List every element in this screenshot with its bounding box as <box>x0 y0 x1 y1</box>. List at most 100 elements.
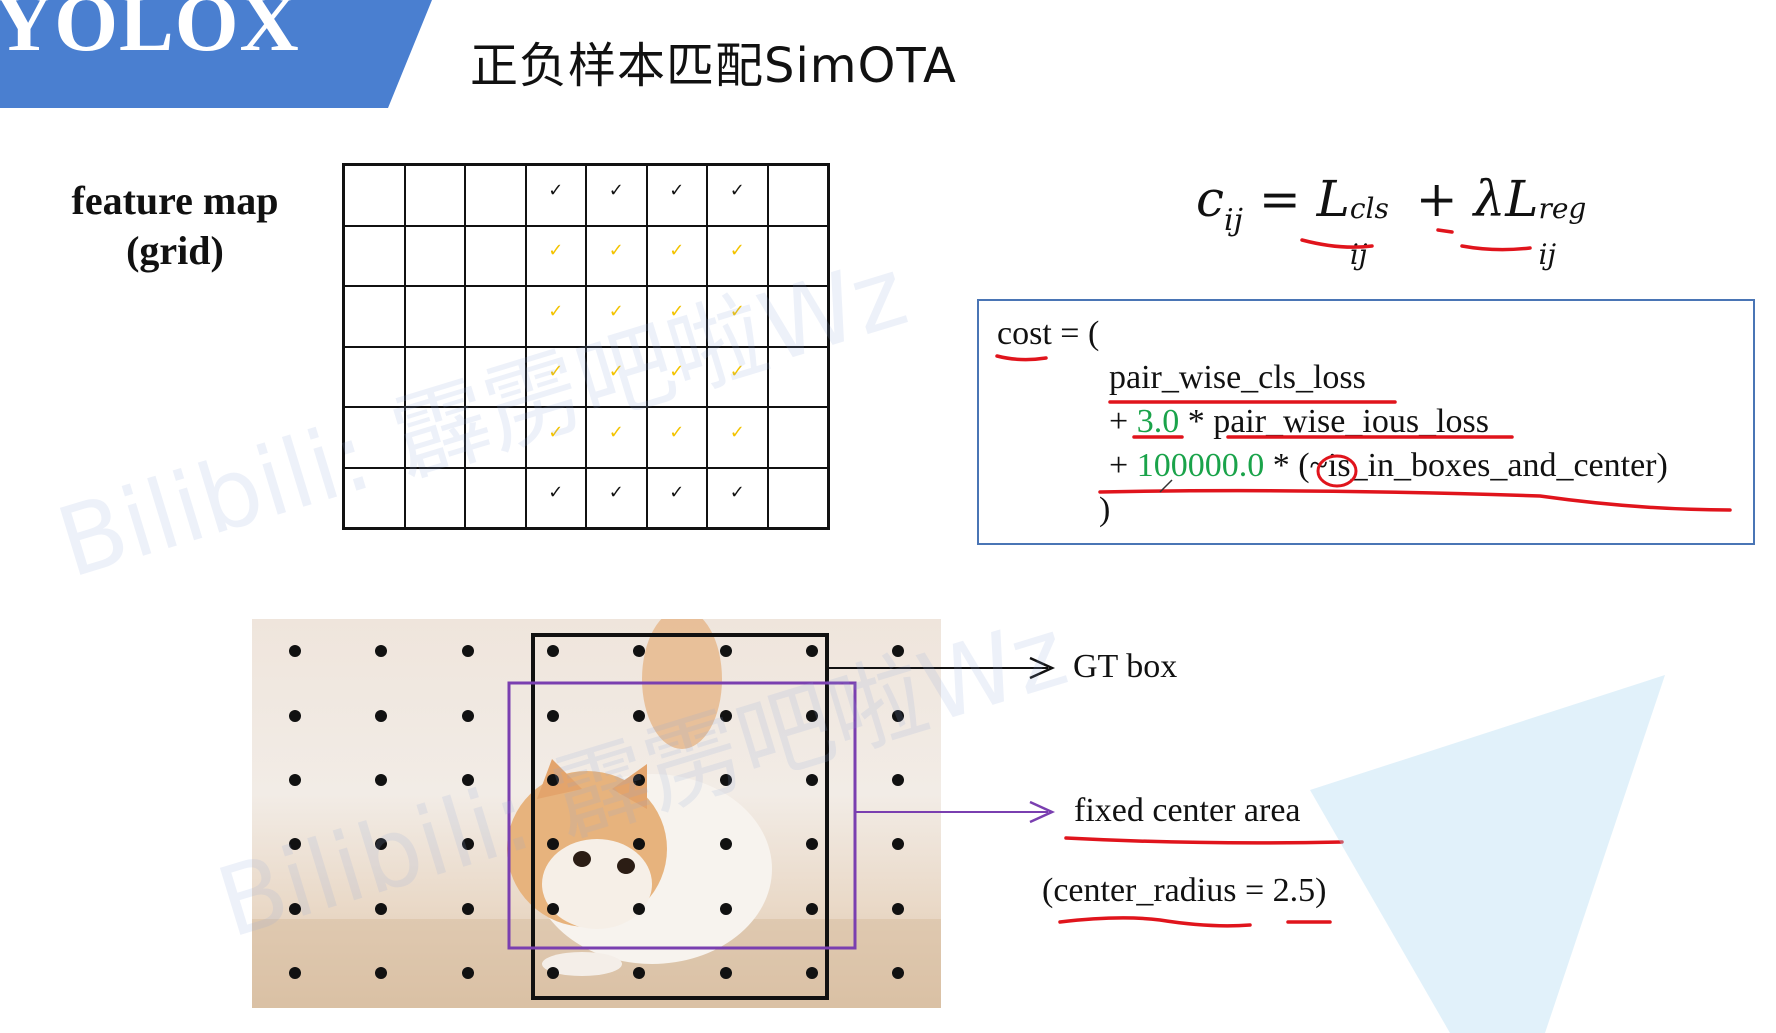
center-radius-label: (center_radius = 2.5) <box>1042 872 1327 909</box>
grid-cell-checked: ✓ <box>707 225 768 286</box>
grid-cell-checked: ✓ <box>707 346 768 407</box>
formula-l1: L <box>1316 170 1350 228</box>
grid-cell-checked: ✓ <box>646 286 707 347</box>
formula-l1-sub: ij <box>1349 238 1368 271</box>
header-banner: YOLOX <box>0 0 432 108</box>
check-icon: ✓ <box>729 482 745 504</box>
check-yellow-icon: ✓ <box>548 361 564 383</box>
code-line-4-plus: + <box>1109 447 1129 484</box>
decor-shape <box>1310 675 1665 1033</box>
fixed-center-label: fixed center area <box>1074 792 1301 829</box>
code-line-1: cost = ( <box>997 315 1100 352</box>
grid-cell <box>465 407 526 468</box>
banner-shape <box>0 0 432 108</box>
check-icon: ✓ <box>608 482 624 504</box>
check-yellow-icon: ✓ <box>669 240 685 262</box>
grid-cell-checked: ✓ <box>646 165 707 226</box>
grid-cell-checked: ✓ <box>646 467 707 528</box>
code-line-3-plus: + <box>1109 403 1129 440</box>
check-icon: ✓ <box>608 179 624 201</box>
formula-l2-sub: ij <box>1538 238 1557 271</box>
formula-eq: = <box>1258 170 1301 228</box>
check-yellow-icon: ✓ <box>729 421 745 443</box>
feature-map-grid: ✓ ✓ ✓ ✓ ✓ ✓ ✓ ✓ ✓ ✓ ✓ ✓ ✓ ✓ ✓ ✓ ✓ ✓ ✓ ✓ ✓ ✓ ✓ ✓ <box>342 163 830 530</box>
formula-l2: L <box>1505 170 1539 228</box>
code-line-3-number: 3.0 <box>1136 403 1180 440</box>
grid-cell <box>404 225 465 286</box>
grid-cell-checked: ✓ <box>707 165 768 226</box>
grid-cell <box>344 225 405 286</box>
grid-cell <box>465 467 526 528</box>
code-line-2: pair_wise_cls_loss <box>1109 359 1366 396</box>
code-line-3-rest: * pair_wise_ious_loss <box>1187 403 1489 440</box>
check-yellow-icon: ✓ <box>669 361 685 383</box>
grid-cell <box>404 407 465 468</box>
code-line-4-number: 100000.0 <box>1136 447 1265 484</box>
grid-cell <box>404 165 465 226</box>
grid-cell-checked: ✓ <box>586 286 647 347</box>
code-line-4: + 100000.0 * (~is_in_boxes_and_center) <box>1109 447 1668 485</box>
grid-cell <box>344 467 405 528</box>
grid-cell <box>767 346 828 407</box>
grid-cell-checked: ✓ <box>707 286 768 347</box>
grid-cell-checked: ✓ <box>707 407 768 468</box>
check-icon: ✓ <box>729 179 745 201</box>
grid-cell-checked: ✓ <box>707 467 768 528</box>
grid-cell-checked: ✓ <box>646 346 707 407</box>
grid-cell-checked: ✓ <box>646 407 707 468</box>
code-line-3: + 3.0 * pair_wise_ious_loss <box>1109 403 1489 441</box>
grid-cell-checked: ✓ <box>525 225 586 286</box>
grid-cell <box>767 407 828 468</box>
check-yellow-icon: ✓ <box>608 361 624 383</box>
check-yellow-icon: ✓ <box>729 300 745 322</box>
formula-lambda: λ <box>1473 170 1506 228</box>
feature-map-line2: (grid) <box>126 228 224 273</box>
check-yellow-icon: ✓ <box>548 421 564 443</box>
check-icon: ✓ <box>548 179 564 201</box>
gt-box-label: GT box <box>1073 648 1178 685</box>
red-underline-3 <box>1460 244 1532 252</box>
cost-code-box: cost = ( pair_wise_cls_loss + 3.0 * pair… <box>977 299 1755 545</box>
grid-cell <box>344 165 405 226</box>
feature-map-line1: feature map <box>71 178 279 223</box>
grid-cell <box>344 286 405 347</box>
center-arrow-head-icon <box>1029 800 1056 824</box>
formula-lhs-sub: ij <box>1224 203 1243 238</box>
red-underline-9 <box>1064 836 1344 845</box>
grid-cell-checked: ✓ <box>525 286 586 347</box>
grid-cell <box>344 346 405 407</box>
grid-cell <box>404 286 465 347</box>
check-yellow-icon: ✓ <box>608 300 624 322</box>
grid-cell <box>465 225 526 286</box>
grid-cell <box>767 286 828 347</box>
check-yellow-icon: ✓ <box>669 300 685 322</box>
grid-cell <box>344 407 405 468</box>
grid-cell <box>767 225 828 286</box>
banner-logo: YOLOX <box>0 0 300 68</box>
grid-cell <box>465 286 526 347</box>
grid-cell-checked: ✓ <box>646 225 707 286</box>
check-yellow-icon: ✓ <box>729 361 745 383</box>
grid-cell-checked: ✓ <box>586 467 647 528</box>
grid-cell-checked: ✓ <box>525 165 586 226</box>
check-yellow-icon: ✓ <box>548 300 564 322</box>
grid-cell <box>767 467 828 528</box>
grid-cell <box>767 165 828 226</box>
check-yellow-icon: ✓ <box>608 421 624 443</box>
check-yellow-icon: ✓ <box>669 421 685 443</box>
grid-cell <box>404 467 465 528</box>
code-line-5: ) <box>1099 491 1111 528</box>
formula-l2-sup: reg <box>1538 192 1587 225</box>
check-icon: ✓ <box>669 179 685 201</box>
grid-cell-checked: ✓ <box>525 346 586 407</box>
grid-cell <box>465 346 526 407</box>
check-icon: ✓ <box>548 482 564 504</box>
check-yellow-icon: ✓ <box>548 240 564 262</box>
grid-cell-checked: ✓ <box>525 467 586 528</box>
check-yellow-icon: ✓ <box>608 240 624 262</box>
feature-map-label: feature map (grid) <box>40 176 310 276</box>
grid-cell-checked: ✓ <box>525 407 586 468</box>
grid-cell-checked: ✓ <box>586 225 647 286</box>
grid-cell <box>404 346 465 407</box>
